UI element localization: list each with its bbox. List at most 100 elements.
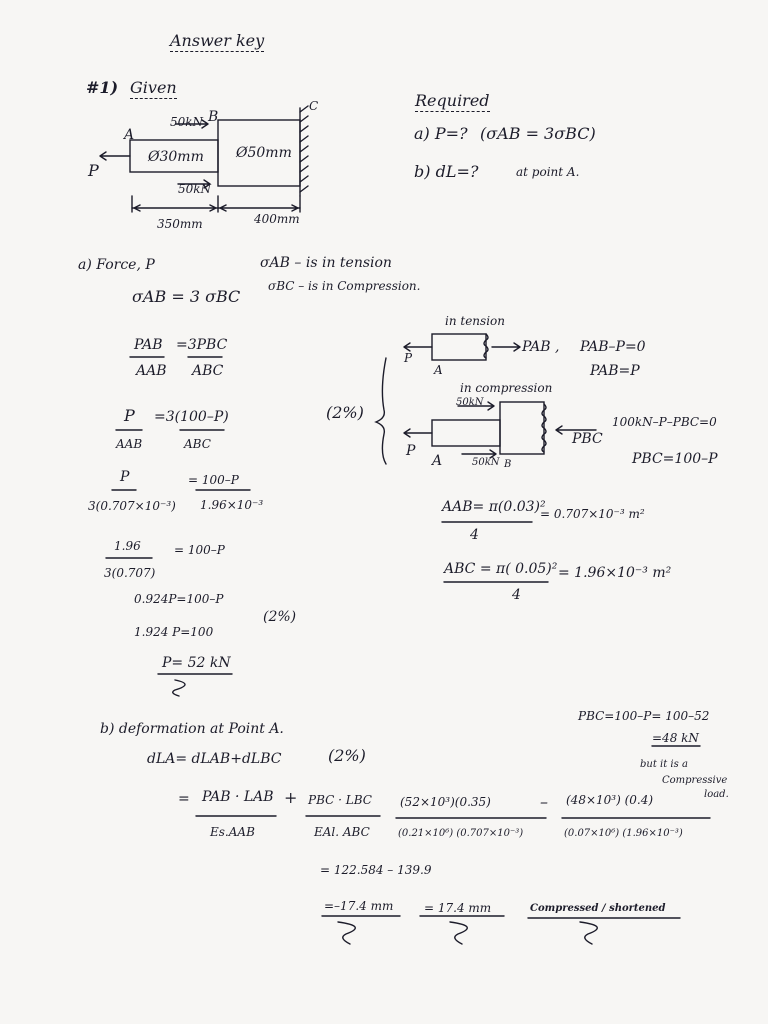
fbd-pbc: PBC bbox=[572, 431, 603, 447]
fbd-force-top: 50kN bbox=[456, 397, 484, 408]
result-p-squiggle bbox=[172, 679, 186, 697]
fbd-pab-arrow bbox=[491, 342, 521, 352]
term2-den: EAl. ABC bbox=[314, 825, 370, 839]
stress-bc-note: σBC – is in Compression. bbox=[268, 279, 421, 293]
result-p: P= 52 kN bbox=[162, 655, 231, 671]
fbd-cut1 bbox=[483, 333, 489, 359]
brace bbox=[374, 357, 387, 465]
fbd-eq2b: PBC=100–P bbox=[632, 451, 718, 467]
step-6: 1.924 P=100 bbox=[134, 625, 214, 639]
term4-num: (48×10³) (0.4) bbox=[566, 793, 654, 807]
frac1-rhs: =3PBC bbox=[176, 337, 228, 353]
required-heading: Required bbox=[415, 91, 490, 112]
result-1: =–17.4 mm bbox=[324, 899, 394, 913]
fbd-comp-large bbox=[499, 401, 545, 455]
frac2-rhs: =3(100–P) bbox=[154, 409, 229, 425]
stress-ab-note: σAB – is in tension bbox=[260, 255, 392, 271]
term1-num: PAB · LAB bbox=[202, 789, 274, 805]
frac2-rhs-den: ABC bbox=[184, 437, 211, 451]
wall-hatch bbox=[299, 105, 309, 193]
mark-part-a: (2%) bbox=[263, 609, 297, 625]
diagram-force-bottom: 50kN bbox=[178, 182, 212, 196]
area-bc-den: 4 bbox=[512, 587, 521, 603]
frac3-num: P bbox=[120, 469, 130, 485]
diagram-length-ab: 350mm bbox=[157, 217, 203, 231]
p-arrow bbox=[99, 151, 131, 161]
fbd-force-bottom: 50kN bbox=[472, 457, 500, 468]
fbd-comp-small bbox=[431, 419, 501, 447]
result-3: Compressed / shortened bbox=[530, 903, 666, 914]
fbd-eq1: PAB–P=0 bbox=[580, 339, 646, 355]
fbd-in-compression: in compression bbox=[460, 381, 553, 395]
fbd-p2: P bbox=[406, 443, 416, 459]
diagram-label-b: B bbox=[208, 109, 219, 125]
dla-equation: dLA= dLAB+dLBC bbox=[147, 751, 282, 767]
fbd-a2: A bbox=[432, 453, 443, 469]
diagram-diameter-small: Ø30mm bbox=[148, 149, 204, 165]
given-heading: Given bbox=[130, 78, 177, 99]
fbd-p2-arrow bbox=[403, 428, 433, 438]
term4-den: (0.07×10⁶) (1.96×10⁻³) bbox=[564, 828, 683, 839]
step-5: 0.924P=100–P bbox=[134, 592, 224, 606]
part-a-title: a) Force, P bbox=[78, 257, 155, 273]
frac3-den: 3(0.707×10⁻³) bbox=[88, 499, 176, 513]
part-b-equals: = bbox=[178, 791, 190, 807]
required-b-label: b) dL=? bbox=[414, 162, 479, 181]
frac3-rhs: = 100–P bbox=[188, 473, 239, 487]
fbd-p1: P bbox=[404, 351, 413, 365]
part-b-line-2: = 122.584 – 139.9 bbox=[320, 863, 432, 877]
page-title: Answer key bbox=[170, 31, 265, 52]
required-a-condition: (σAB = 3σBC) bbox=[480, 124, 596, 143]
result-2: = 17.4 mm bbox=[424, 901, 492, 915]
frac2-den: AAB bbox=[116, 437, 143, 451]
result-1-squiggle bbox=[337, 921, 356, 945]
result-2-squiggle bbox=[449, 921, 468, 945]
area-bc-expr: ABC = π( 0.05)² bbox=[444, 561, 558, 577]
fbd-a1: A bbox=[434, 363, 443, 377]
fbd-in-tension: in tension bbox=[445, 314, 505, 328]
fbd-cut2 bbox=[541, 403, 547, 453]
frac1-den2: ABC bbox=[192, 363, 224, 379]
pbc-note-1: but it is a bbox=[640, 759, 688, 770]
question-number: #1) bbox=[86, 78, 119, 97]
pbc-calc-2: =48 kN bbox=[652, 731, 699, 745]
area-bc-value: = 1.96×10⁻³ m² bbox=[558, 565, 672, 581]
plus-sign: + bbox=[284, 788, 298, 807]
part-b-title: b) deformation at Point A. bbox=[100, 721, 284, 737]
pbc-note-3: load. bbox=[704, 789, 729, 800]
fbd-pab: PAB , bbox=[522, 339, 560, 355]
frac2-num: P bbox=[124, 406, 135, 425]
diagram-label-c: C bbox=[309, 99, 319, 113]
pbc-calc-1: PBC=100–P= 100–52 bbox=[578, 709, 710, 723]
diagram-force-top: 50kN bbox=[170, 115, 204, 129]
area-ab-expr: AAB= π(0.03)² bbox=[442, 499, 546, 515]
frac1-den1: AAB bbox=[136, 363, 167, 379]
term1-den: Es.AAB bbox=[210, 825, 255, 839]
fbd-eq1b: PAB=P bbox=[590, 363, 640, 379]
frac4-num: 1.96 bbox=[114, 539, 141, 553]
frac4-den: 3(0.707) bbox=[104, 566, 156, 580]
mark-part-b: (2%) bbox=[328, 746, 366, 765]
dim-lines bbox=[131, 204, 301, 212]
frac4-rhs: = 100–P bbox=[174, 543, 225, 557]
eq-sigma: σAB = 3 σBC bbox=[132, 287, 241, 306]
result-3-squiggle bbox=[579, 921, 598, 945]
pbc-note-2: Compressive bbox=[662, 775, 728, 786]
term3-num: (52×10³)(0.35) bbox=[400, 795, 491, 809]
fbd-b2: B bbox=[504, 459, 512, 470]
frac1-num1: PAB bbox=[134, 337, 163, 353]
area-ab-den: 4 bbox=[470, 527, 479, 543]
term2-num: PBC · LBC bbox=[308, 793, 372, 807]
fbd-tension-body bbox=[431, 333, 487, 361]
area-ab-value: = 0.707×10⁻³ m² bbox=[540, 507, 645, 521]
required-b-condition: at point A. bbox=[516, 165, 580, 179]
frac3-rhs-den: 1.96×10⁻³ bbox=[200, 498, 264, 512]
minus-sign: – bbox=[540, 792, 548, 811]
fbd-eq2: 100kN–P–PBC=0 bbox=[612, 415, 717, 429]
dim-ticks bbox=[131, 195, 301, 213]
diagram-diameter-large: Ø50mm bbox=[236, 145, 292, 161]
fbd-p1-arrow bbox=[403, 342, 433, 352]
diagram-length-bc: 400mm bbox=[254, 212, 300, 226]
required-a-label: a) P=? bbox=[414, 124, 468, 143]
